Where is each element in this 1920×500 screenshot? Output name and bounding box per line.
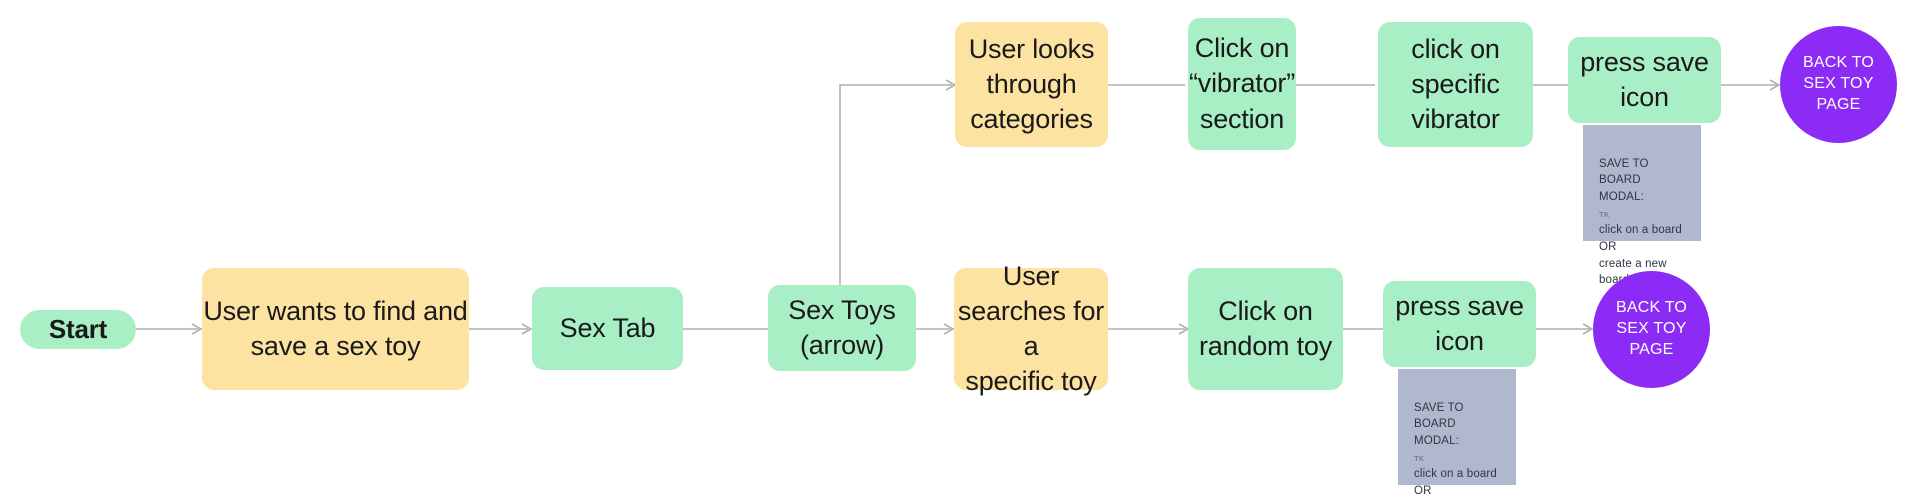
arrowhead-search xyxy=(943,323,955,335)
node-start[interactable]: Start xyxy=(20,310,136,349)
arrowhead-random xyxy=(1178,323,1190,335)
arrowhead-intent xyxy=(191,323,203,335)
edge-sextoys-to-browse xyxy=(839,84,952,285)
note-top-signature: TK xyxy=(1599,210,1610,220)
node-click-vibrator-section[interactable]: Click on “vibrator” section xyxy=(1188,18,1296,150)
note-bottom-signature: TK xyxy=(1414,454,1425,464)
arrowhead-sextab xyxy=(521,323,533,335)
arrowhead-end-bottom xyxy=(1582,323,1594,335)
node-user-searches-specific-toy[interactable]: User searches for a specific toy xyxy=(954,261,1108,396)
note-top-body: SAVE TO BOARD MODAL: click on a board OR… xyxy=(1599,157,1682,287)
node-press-save-icon-bottom[interactable]: press save icon xyxy=(1383,281,1536,367)
arrowhead-end-top xyxy=(1769,79,1781,91)
node-user-looks-through-categories[interactable]: User looks through categories xyxy=(955,22,1108,147)
node-back-to-sex-toy-page-bottom[interactable]: BACK TO SEX TOY PAGE xyxy=(1593,271,1710,388)
arrowhead-browse xyxy=(945,79,957,91)
node-user-wants-to-find-and-save[interactable]: User wants to find and save a sex toy xyxy=(202,268,469,390)
node-sex-toys-arrow[interactable]: Sex Toys (arrow) xyxy=(768,285,916,371)
note-bottom-body: SAVE TO BOARD MODAL: click on a board OR… xyxy=(1414,401,1497,498)
node-press-save-icon-top[interactable]: press save icon xyxy=(1568,37,1721,123)
node-click-specific-vibrator[interactable]: click on specific vibrator xyxy=(1378,22,1533,147)
note-save-to-board-top: SAVE TO BOARD MODAL: click on a board OR… xyxy=(1583,125,1701,286)
node-back-to-sex-toy-page-top[interactable]: BACK TO SEX TOY PAGE xyxy=(1780,26,1897,143)
node-sex-tab[interactable]: Sex Tab xyxy=(532,287,683,370)
note-save-to-board-bottom: SAVE TO BOARD MODAL: click on a board OR… xyxy=(1398,369,1516,497)
node-click-random-toy[interactable]: Click on random toy xyxy=(1188,268,1343,390)
